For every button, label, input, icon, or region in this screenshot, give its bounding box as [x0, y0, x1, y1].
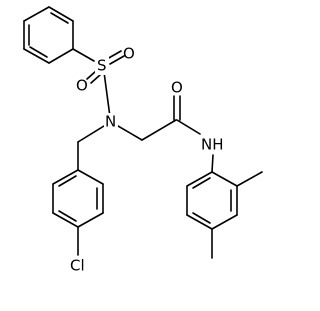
bond-s-n: [103, 71, 111, 118]
double-bond-inner: [50, 12, 69, 24]
label-background: [95, 57, 109, 75]
bond-methyl-ortho: [236, 171, 263, 187]
bond-n-benzyl: [77, 125, 105, 143]
nitrogen-label: N: [105, 113, 116, 131]
atom-labels: S O O N O NH Cl: [70, 45, 227, 275]
double-bond-inner: [58, 210, 77, 222]
chlorophenyl-ring: [52, 169, 104, 228]
bond: [77, 169, 104, 185]
double-bond-inner: [29, 46, 48, 58]
double-bond-inner: [192, 177, 211, 189]
bond-nh-aryl: [211, 154, 214, 173]
bond-carbonyl-nh: [176, 119, 201, 135]
bond: [86, 70, 97, 80]
chlorine-label: Cl: [70, 257, 85, 275]
phenyl-ring: [23, 6, 74, 64]
sulfonyl-double-bonds: [86, 50, 125, 84]
oxygen-label: O: [171, 79, 183, 97]
oxygen-label: O: [76, 77, 88, 95]
bond: [48, 6, 74, 22]
label-background: [104, 113, 118, 131]
double-bond-inner: [58, 175, 77, 187]
bond: [52, 169, 79, 185]
double-bond-inner: [192, 212, 211, 224]
bond-n-ch2: [117, 125, 143, 141]
bond: [77, 212, 104, 228]
oxygen-label: O: [123, 45, 135, 63]
bond-ch2-carbonyl: [141, 119, 177, 141]
bond: [186, 214, 213, 230]
bond: [106, 50, 122, 60]
dimethylphenyl-ring: [186, 171, 238, 230]
bond: [23, 6, 50, 22]
bond: [211, 214, 238, 230]
bond: [48, 48, 74, 64]
bond: [52, 212, 79, 228]
label-background: [199, 136, 227, 154]
amide-nh-label: NH: [201, 136, 224, 154]
bond: [211, 171, 238, 187]
sulfur-label: S: [97, 57, 107, 75]
bond: [90, 74, 101, 84]
bond: [23, 48, 50, 64]
bond: [186, 171, 213, 187]
bond-phenyl-s: [72, 48, 95, 62]
bond: [109, 55, 125, 65]
chemical-structure-diagram: S O O N O NH Cl: [23, 6, 263, 275]
